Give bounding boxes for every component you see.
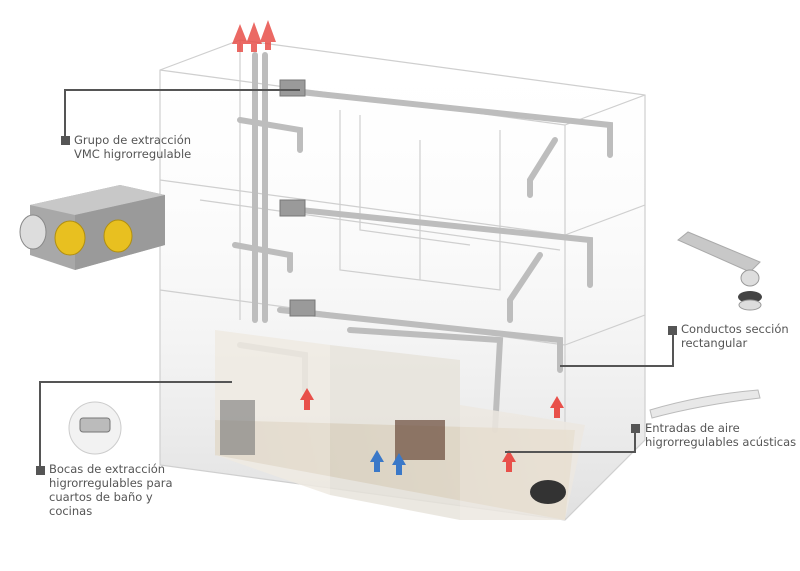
extraction-group-label: Grupo de extracción VMC higrorregulable (74, 133, 191, 161)
label-line: cuartos de baño y (49, 490, 153, 504)
label-line: Entradas de aire (645, 421, 740, 435)
extraction-vents-marker (36, 466, 45, 475)
label-line: Bocas de extracción (49, 462, 166, 476)
air-inlets-label: Entradas de aire higrorregulables acústi… (645, 421, 796, 449)
extract-arrows (300, 388, 564, 472)
label-line: rectangular (681, 336, 748, 350)
vmc-unit-illustration (19, 185, 165, 270)
label-line: Grupo de extracción (74, 133, 192, 147)
extraction-vents-label: Bocas de extracción higrorregulables par… (49, 462, 173, 518)
leader-lines (39, 89, 674, 470)
ducts-marker (668, 326, 677, 335)
extraction-vent-illustration (68, 401, 122, 455)
label-line: Conductos sección (681, 322, 789, 336)
ducts-label: Conductos sección rectangular (681, 322, 789, 350)
rectangular-duct-illustration (677, 231, 762, 311)
label-line: higrorregulables para (49, 476, 173, 490)
air-inlets-marker (631, 424, 640, 433)
supply-arrows (370, 450, 406, 475)
ground-floor (215, 330, 585, 520)
label-line: higrorregulables acústicas (645, 435, 797, 449)
extraction-group-marker (61, 136, 70, 145)
label-line: VMC higrorregulable (74, 147, 192, 161)
label-line: cocinas (49, 504, 93, 518)
air-inlet-illustration (649, 389, 761, 419)
extraction-units (279, 79, 316, 317)
exhaust-arrows-roof (232, 20, 276, 52)
